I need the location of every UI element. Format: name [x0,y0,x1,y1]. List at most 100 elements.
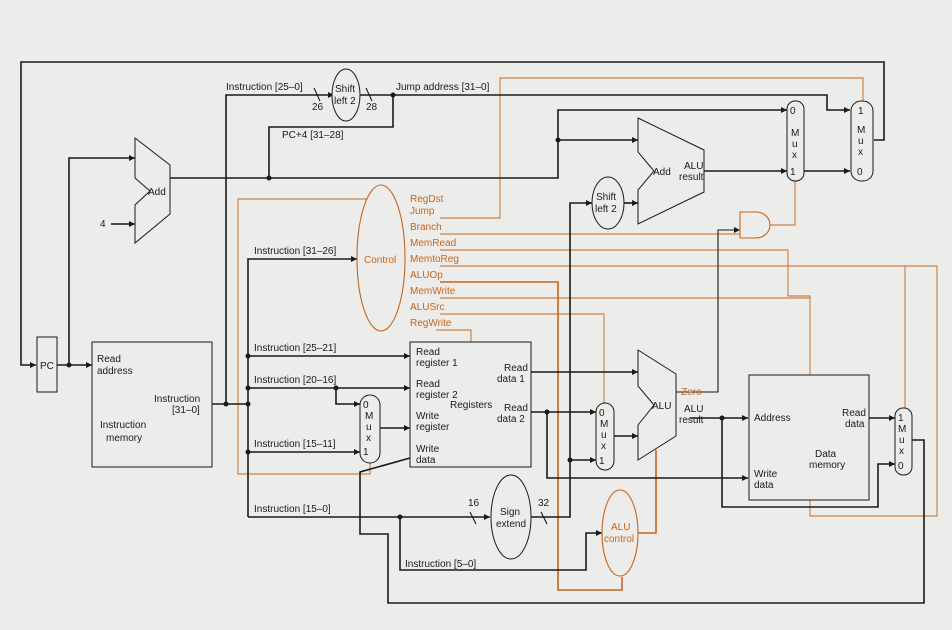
writeback-wire [359,439,925,604]
alusrc-mux: 0 M u x 1 [595,402,615,471]
diagram-label: data [416,455,436,466]
instr-25-0-wire [225,94,334,404]
diagram-label: 0 [363,400,369,411]
control-wires [237,77,938,591]
pc4-to-mux-wire [557,109,787,140]
control-label-memread: MemRead [410,238,456,249]
diagram-label: Add [148,187,166,198]
alu-result-bypass-wire [721,418,895,508]
label-width-32: 32 [538,498,550,509]
memread-wire [440,249,811,497]
diagram-label: left 2 [595,204,617,215]
diagram-label: 0 [790,106,796,117]
diagram-label: x [601,441,606,452]
diagram-label: Write [416,411,440,422]
diagram-label: 0 [857,167,863,178]
diagram-label: Instruction [154,394,200,405]
diagram-label: M [898,424,906,435]
instr-20-16-mux-wire [335,388,360,405]
diagram-label: Shift [596,192,616,203]
pc4-wire [170,139,638,179]
diagram-label: data 1 [497,374,525,385]
diagram-label: u [792,139,798,150]
diagram-label: Sign [500,507,520,518]
diagram-label: x [792,150,797,161]
alusrc-wire [440,313,605,405]
control-label-memwrite: MemWrite [410,286,456,297]
diagram-label: 1 [790,167,796,178]
memtoreg-mux: 1 M u x 0 [894,407,913,476]
diagram-label: memory [106,433,142,444]
diagram-label: M [365,411,373,422]
regwrite-wire [436,329,472,342]
label-instr-25-0: Instruction [25–0] [226,82,303,93]
read-data-2-to-dm-wire [546,412,748,479]
main-alu: ALU ALU result Zero [637,349,704,461]
branch-adder: Add ALU result [637,117,705,225]
regdst-mux: 0 M u x 1 [359,394,381,464]
memread-to-dm-wire [809,265,938,517]
and-out-wire [770,180,796,226]
diagram-label: Read [504,363,528,374]
diagram-label: [31–0] [172,405,200,416]
program-counter: PC [36,336,58,393]
diagram-label: register [416,422,450,433]
label-width-28: 28 [366,102,378,113]
diagram-label: u [899,435,905,446]
label-pc4: PC+4 [31–28] [282,130,344,141]
diagram-label: data [845,419,865,430]
alu-control: ALU control [601,489,639,577]
diagram-label: result [679,172,704,183]
diagram-label: Shift [335,84,355,95]
label-jump-address: Jump address [31–0] [396,82,490,93]
diagram-label: Read [97,354,121,365]
register-file: Read register 1 Read register 2 Write re… [409,341,532,468]
diagram-label: M [600,419,608,430]
junction-dots [66,92,725,520]
diagram-label: 1 [363,447,369,458]
diagram-label: 1 [898,413,904,424]
regdst-wire [237,198,373,475]
diagram-label: M [857,125,865,136]
diagram-label: 0 [599,408,605,419]
diagram-label: result [679,415,704,426]
label-instr-20-16: Instruction [20–16] [254,375,336,386]
diagram-label: Read [416,347,440,358]
diagram-label: u [366,422,372,433]
diagram-label: u [601,430,607,441]
zero-wire [676,229,740,393]
label-instr-31-26: Instruction [31–26] [254,246,336,257]
data-memory: Address Write data Read data Data memory [748,374,870,501]
label-width-16: 16 [468,498,480,509]
diagram-label: Write [416,444,440,455]
branch-shift-left-2: Shift left 2 [591,176,625,230]
control-label-memtoreg: MemtoReg [410,254,459,265]
label-instr-25-21: Instruction [25–21] [254,343,336,354]
diagram-label: x [858,147,863,158]
branch-mux: 0 M u x 1 [786,100,805,182]
zero-label: Zero [681,387,702,398]
data-wires [20,61,925,604]
jump-shift-left-2: Shift left 2 [313,68,373,122]
constant-four: 4 [100,219,106,230]
control-signal-labels: RegDst Jump Branch MemRead MemtoReg ALUO… [410,194,459,329]
signal-labels: Instruction [25–0] Jump address [31–0] P… [226,82,550,570]
diagram-label: ALU [611,522,630,533]
instruction-memory: Read address Instruction [31–0] Instruct… [91,341,213,468]
diagram-label: x [366,433,371,444]
diagram-label: 1 [599,456,605,467]
diagram-label: Registers [450,400,492,411]
diagram-label: Read [504,403,528,414]
pc-to-add-wire [68,157,135,365]
diagram-label: M [791,128,799,139]
control-label-regwrite: RegWrite [410,318,452,329]
pc4-31-28-wire [268,95,394,178]
instr-5-0-wire [399,517,602,571]
diagram-label: PC [40,361,54,372]
control-unit: Control [356,184,406,332]
diagram-label: 0 [898,461,904,472]
diagram-label: Read [416,379,440,390]
diagram-label: Control [364,255,396,266]
diagram-label: Data [815,449,837,460]
